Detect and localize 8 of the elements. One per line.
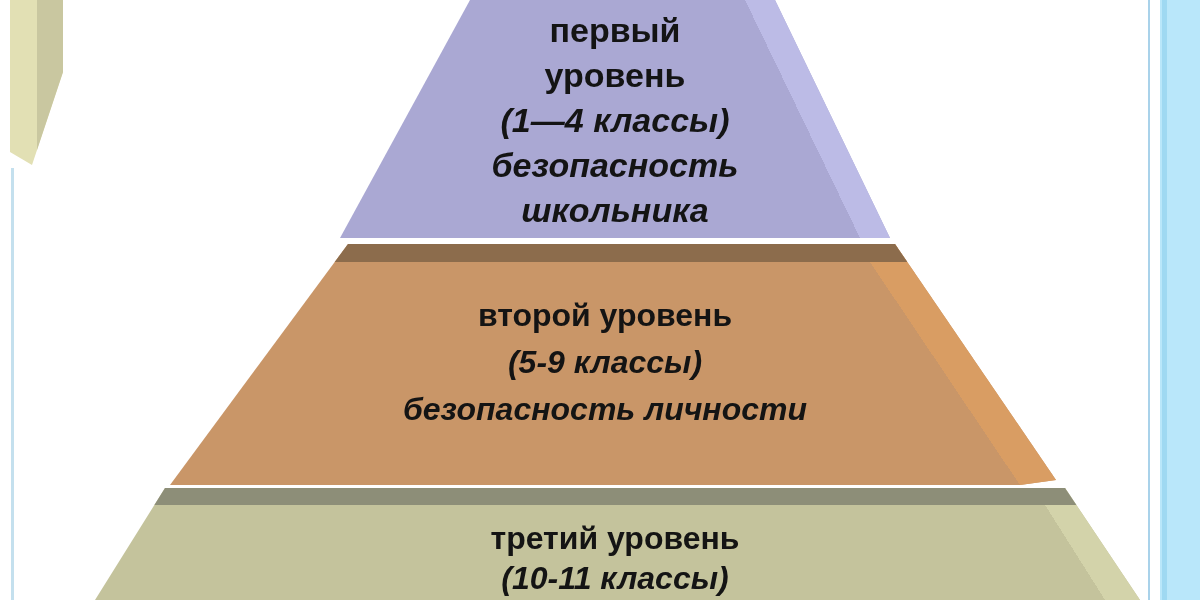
level-description: безопасность личности	[403, 390, 807, 429]
grade-range: (10-11 классы)	[501, 559, 729, 598]
level-title: третий уровень	[490, 519, 740, 558]
grade-range: (1—4 классы)	[500, 100, 730, 141]
level-description: безопасность школьника	[490, 145, 740, 231]
level-title: второй уровень	[477, 296, 733, 335]
level-title: первый уровень	[543, 10, 687, 96]
grade-range: (5-9 классы)	[507, 343, 703, 382]
